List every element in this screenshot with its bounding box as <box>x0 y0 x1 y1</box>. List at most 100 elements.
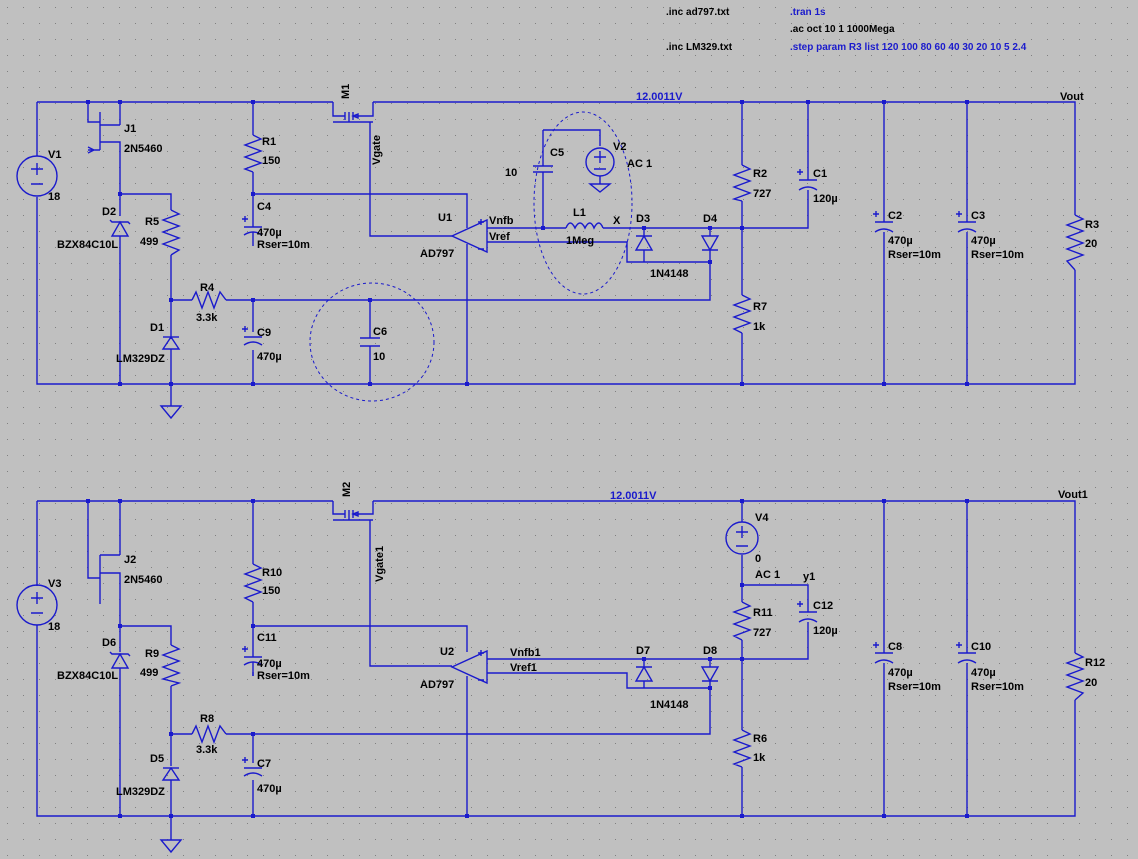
svg-text:120µ: 120µ <box>813 625 838 637</box>
net-label-vref: Vref <box>489 231 510 243</box>
d5-reference-diode[interactable]: D5 LM329DZ <box>116 753 181 798</box>
svg-text:C2: C2 <box>888 210 902 222</box>
svg-text:BZX84C10L: BZX84C10L <box>57 670 118 682</box>
net-label-y1: y1 <box>803 571 815 583</box>
r4-resistor[interactable]: R4 3.3k <box>191 282 227 324</box>
svg-text:Rser=10m: Rser=10m <box>888 681 941 693</box>
svg-text:V3: V3 <box>48 578 61 590</box>
svg-text:U2: U2 <box>440 646 454 658</box>
r3-load-resistor[interactable]: R3 20 <box>1065 214 1099 271</box>
r6-resistor[interactable]: R6 1k <box>732 729 767 768</box>
svg-text:V4: V4 <box>755 512 769 524</box>
svg-text:D1: D1 <box>150 322 164 334</box>
svg-text:D7: D7 <box>636 645 650 657</box>
svg-text:D3: D3 <box>636 213 650 225</box>
svg-text:10: 10 <box>505 167 517 179</box>
svg-text:Rser=10m: Rser=10m <box>257 670 310 682</box>
r9-resistor[interactable]: R9 499 <box>140 644 182 687</box>
svg-text:U1: U1 <box>438 212 452 224</box>
svg-text:120µ: 120µ <box>813 193 838 205</box>
svg-text:J1: J1 <box>124 123 136 135</box>
c9-capacitor[interactable]: C9 470µ <box>242 326 282 363</box>
m1-mosfet[interactable]: M1 Vgate <box>332 84 383 165</box>
r5-resistor[interactable]: R5 499 <box>140 209 181 256</box>
svg-text:R12: R12 <box>1085 657 1105 669</box>
c3-capacitor[interactable]: C3 470µ Rser=10m <box>956 210 1024 261</box>
d6-zener[interactable]: D6 BZX84C10L <box>57 637 131 682</box>
d4-diode[interactable]: D4 <box>700 213 720 252</box>
svg-text:C10: C10 <box>971 641 991 653</box>
top-wires[interactable] <box>36 101 1076 406</box>
svg-text:2N5460: 2N5460 <box>124 574 163 586</box>
net-label-vnfb: Vnfb <box>489 215 514 227</box>
r11-resistor[interactable]: R11 727 <box>732 601 773 641</box>
c12-capacitor[interactable]: C12 120µ <box>797 600 838 637</box>
svg-text:470µ: 470µ <box>971 235 996 247</box>
svg-text:150: 150 <box>262 585 280 597</box>
d7-diode[interactable]: D7 <box>634 645 654 682</box>
v2-ac-source[interactable]: V2 AC 1 <box>585 141 652 193</box>
svg-text:D2: D2 <box>102 206 116 218</box>
net-label-vout1: Vout1 <box>1058 489 1088 501</box>
u2-opamp[interactable]: U2 AD797 <box>420 646 488 691</box>
c11-capacitor[interactable]: C11 470µ Rser=10m <box>242 632 310 682</box>
svg-text:R9: R9 <box>145 648 159 660</box>
r8-resistor[interactable]: R8 3.3k <box>191 713 227 756</box>
svg-text:C7: C7 <box>257 758 271 770</box>
m2-mosfet[interactable]: M2 Vgate1 <box>332 482 386 582</box>
svg-text:M1: M1 <box>340 84 352 99</box>
svg-text:V1: V1 <box>48 149 61 161</box>
directive-ac[interactable]: .ac oct 10 1 1000Mega <box>790 24 895 35</box>
c6-capacitor[interactable]: C6 10 <box>309 282 435 402</box>
directive-tran[interactable]: .tran 1s <box>790 7 826 18</box>
directive-step[interactable]: .step param R3 list 120 100 80 60 40 30 … <box>790 42 1027 53</box>
v4-ac-source[interactable]: V4 0 AC 1 <box>725 512 780 581</box>
u1-opamp[interactable]: U1 AD797 <box>420 212 488 260</box>
c10-capacitor[interactable]: C10 470µ Rser=10m <box>956 641 1024 693</box>
top-circuit: V1 18 J1 2N5460 D2 BZX84C10L R5 499 <box>16 84 1099 420</box>
bottom-diode-model: 1N4148 <box>650 699 689 711</box>
r12-load-resistor[interactable]: R12 20 <box>1065 652 1105 701</box>
d1-reference-diode[interactable]: D1 LM329DZ <box>116 322 181 365</box>
svg-text:20: 20 <box>1085 238 1097 250</box>
l1-inductor[interactable]: L1 1Meg <box>533 111 633 295</box>
c8-capacitor[interactable]: C8 470µ Rser=10m <box>873 641 941 693</box>
top-ground-symbol <box>159 405 183 420</box>
r7-resistor[interactable]: R7 1k <box>732 294 767 334</box>
r1-resistor[interactable]: R1 150 <box>243 134 280 173</box>
d2-zener[interactable]: D2 BZX84C10L <box>57 206 131 251</box>
svg-text:Rser=10m: Rser=10m <box>971 249 1024 261</box>
svg-text:J2: J2 <box>124 554 136 566</box>
d3-diode[interactable]: D3 <box>634 213 654 251</box>
svg-text:AD797: AD797 <box>420 679 454 691</box>
d8-diode[interactable]: D8 <box>700 645 720 683</box>
j2-jfet[interactable]: J2 2N5460 <box>99 554 163 604</box>
r10-resistor[interactable]: R10 150 <box>243 563 282 603</box>
svg-text:499: 499 <box>140 236 158 248</box>
svg-text:R11: R11 <box>753 607 773 619</box>
top-diode-model: 1N4148 <box>650 268 689 280</box>
c7-capacitor[interactable]: C7 470µ <box>242 757 282 795</box>
v3-source[interactable]: V3 18 <box>16 578 61 633</box>
r2-resistor[interactable]: R2 727 <box>731 164 771 202</box>
svg-text:470µ: 470µ <box>257 351 282 363</box>
svg-text:2N5460: 2N5460 <box>124 143 163 155</box>
directive-inc-lm329[interactable]: .inc LM329.txt <box>666 42 733 53</box>
c1-capacitor[interactable]: C1 120µ <box>797 168 838 205</box>
c5-capacitor[interactable]: C5 10 <box>505 147 564 179</box>
svg-text:R1: R1 <box>262 136 276 148</box>
svg-text:C9: C9 <box>257 327 271 339</box>
v1-source[interactable]: V1 18 <box>16 149 61 203</box>
j1-jfet[interactable]: J1 2N5460 <box>87 112 163 160</box>
c2-capacitor[interactable]: C2 470µ Rser=10m <box>873 210 941 261</box>
svg-text:1Meg: 1Meg <box>566 235 594 247</box>
net-label-vout: Vout <box>1060 91 1084 103</box>
net-label-vnfb1: Vnfb1 <box>510 647 541 659</box>
svg-text:R5: R5 <box>145 216 159 228</box>
svg-text:470µ: 470µ <box>257 227 282 239</box>
directive-inc-ad797[interactable]: .inc ad797.txt <box>666 7 730 18</box>
c4-capacitor[interactable]: C4 470µ Rser=10m <box>242 201 310 251</box>
svg-text:Rser=10m: Rser=10m <box>257 239 310 251</box>
